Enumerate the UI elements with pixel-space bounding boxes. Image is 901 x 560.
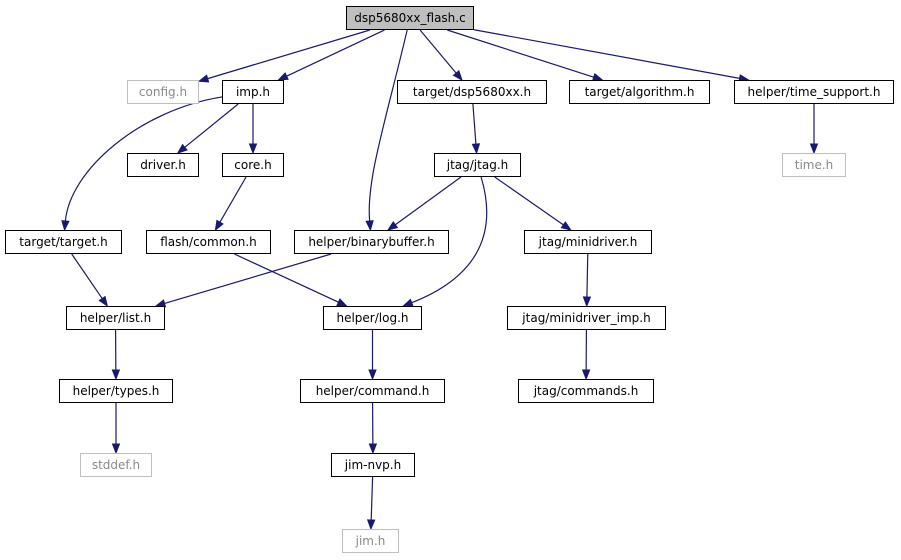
edge-core-to-common: [214, 176, 247, 232]
node-label: target/algorithm.h: [584, 85, 695, 99]
node-imp[interactable]: imp.h: [222, 80, 284, 104]
node-jim: jim.h: [342, 529, 399, 553]
node-label: helper/list.h: [79, 311, 152, 325]
edge-root-to-imp: [277, 29, 385, 81]
node-jtag[interactable]: jtag/jtag.h: [434, 153, 521, 177]
edge-dsp-to-jtag: [471, 103, 481, 155]
node-label: helper/time_support.h: [747, 85, 881, 99]
edge-target-to-list: [71, 253, 109, 308]
node-core[interactable]: core.h: [222, 153, 284, 177]
node-label: target/dsp5680xx.h: [412, 85, 532, 99]
node-label: core.h: [234, 158, 272, 172]
node-label: stddef.h: [91, 458, 141, 472]
node-log[interactable]: helper/log.h: [323, 306, 422, 330]
edge-root-to-algorithm: [447, 29, 604, 82]
arrowhead: [581, 369, 591, 381]
arrowhead: [368, 443, 378, 455]
node-types[interactable]: helper/types.h: [59, 379, 173, 403]
node-list[interactable]: helper/list.h: [66, 306, 165, 330]
node-command[interactable]: helper/command.h: [300, 379, 445, 403]
node-minidriverimp[interactable]: jtag/minidriver_imp.h: [507, 306, 666, 330]
node-label: config.h: [138, 85, 188, 99]
arrowhead: [197, 74, 210, 83]
edge-minidriverimp-to-commands: [581, 329, 591, 381]
arrowhead: [98, 295, 109, 308]
edge-list-to-types: [111, 329, 121, 381]
edge-types-to-stddef: [111, 403, 121, 455]
edge-root-to-dsp: [419, 29, 463, 82]
arrowhead: [402, 298, 414, 307]
node-jimnvp[interactable]: jim-nvp.h: [331, 453, 415, 477]
node-label: jtag/minidriver_imp.h: [522, 311, 651, 325]
arrowhead: [809, 143, 819, 155]
node-label: jim.h: [355, 534, 386, 548]
arrowhead: [61, 220, 70, 232]
edge-imp-to-driver: [176, 103, 239, 154]
edge-root-to-config: [197, 29, 371, 83]
edge-timesupport-to-time: [809, 104, 819, 155]
edge-jimnvp-to-jim: [366, 476, 376, 531]
node-minidriver[interactable]: jtag/minidriver.h: [524, 230, 652, 254]
edge-jtag-to-minidriver: [494, 176, 572, 231]
node-label: jtag/jtag.h: [446, 158, 509, 172]
arrowhead: [176, 143, 188, 154]
edge-common-to-log: [234, 253, 348, 307]
node-driver[interactable]: driver.h: [127, 153, 199, 177]
node-stddef: stddef.h: [80, 453, 152, 477]
node-config: config.h: [127, 80, 199, 104]
edge-command-to-jimnvp: [368, 402, 378, 455]
node-label: driver.h: [140, 158, 186, 172]
arrowhead: [214, 219, 224, 232]
arrowhead: [111, 443, 121, 455]
arrowhead: [452, 70, 463, 82]
node-time: time.h: [782, 153, 846, 177]
arrowhead: [365, 220, 374, 232]
node-target[interactable]: target/target.h: [5, 230, 122, 254]
node-dsp[interactable]: target/dsp5680xx.h: [397, 80, 547, 104]
node-common[interactable]: flash/common.h: [146, 230, 271, 254]
node-label: target/target.h: [19, 235, 108, 249]
node-label: jtag/commands.h: [533, 384, 639, 398]
arrowhead: [336, 298, 348, 307]
arrowhead: [386, 220, 399, 231]
node-label: imp.h: [235, 85, 271, 99]
node-label: helper/log.h: [336, 311, 409, 325]
node-label: helper/binarybuffer.h: [308, 235, 435, 249]
edge-root-to-binbuf: [365, 29, 408, 232]
edge-minidriver-to-minidriverimp: [582, 253, 592, 308]
node-label: helper/types.h: [72, 384, 160, 398]
edge-jtag-to-binbuf: [386, 176, 462, 231]
arrowhead: [111, 369, 121, 381]
node-label: flash/common.h: [160, 235, 257, 249]
edge-log-to-command: [368, 330, 377, 381]
node-label: helper/command.h: [315, 384, 430, 398]
node-root[interactable]: dsp5680xx_flash.c: [346, 6, 474, 30]
edge-binbuf-to-list: [154, 253, 332, 308]
edge-jtag-to-log: [402, 176, 488, 307]
arrowhead: [582, 296, 592, 308]
edge-root-to-timesupport: [473, 29, 750, 83]
arrowhead: [471, 143, 481, 155]
node-binbuf[interactable]: helper/binarybuffer.h: [294, 230, 449, 254]
node-label: jim-nvp.h: [344, 458, 402, 472]
node-label: time.h: [794, 158, 834, 172]
node-label: jtag/minidriver.h: [538, 235, 638, 249]
node-label: dsp5680xx_flash.c: [354, 11, 466, 25]
node-timesupport[interactable]: helper/time_support.h: [734, 80, 894, 104]
arrowhead: [366, 519, 376, 531]
arrowhead: [560, 221, 572, 231]
node-commands[interactable]: jtag/commands.h: [518, 379, 654, 403]
arrowhead: [277, 72, 289, 81]
arrowhead: [248, 143, 258, 155]
node-algorithm[interactable]: target/algorithm.h: [569, 80, 710, 104]
arrowhead: [368, 369, 377, 381]
edge-imp-to-core: [248, 104, 258, 155]
